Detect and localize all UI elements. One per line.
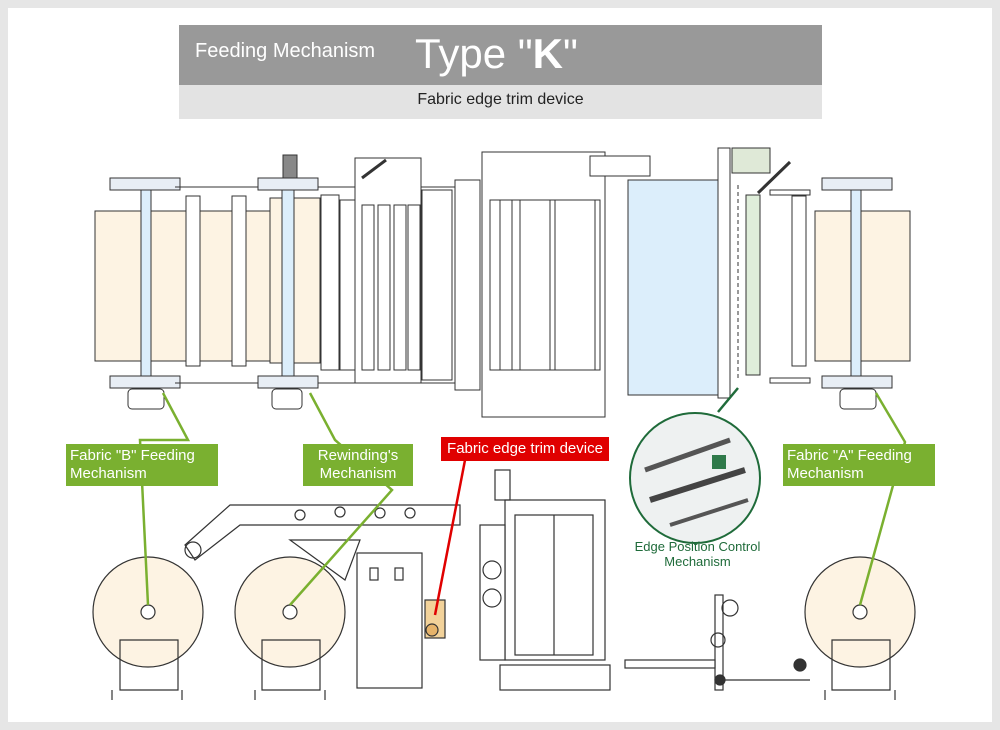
fabric-a-roller bbox=[850, 184, 862, 381]
title-label: Feeding Mechanism bbox=[195, 40, 376, 62]
fabric-b-bracket-bottom bbox=[109, 375, 181, 389]
title-bar bbox=[179, 25, 822, 85]
top-view bbox=[94, 147, 911, 418]
main-cabinet bbox=[504, 499, 606, 661]
fabric-b-bracket-top bbox=[109, 177, 181, 191]
fabric-b-sheet bbox=[94, 210, 276, 362]
edge-control-panel bbox=[627, 179, 719, 396]
type-title: Type "K" bbox=[415, 30, 578, 78]
callout-fabric-b: Fabric "B" Feeding Mechanism bbox=[66, 444, 218, 486]
callout-rewinding: Rewinding's Mechanism bbox=[303, 444, 413, 486]
caption-edge-position: Edge Position Control Mechanism bbox=[634, 539, 761, 569]
type-prefix: Type " bbox=[415, 30, 533, 77]
callout-fabric-a: Fabric "A" Feeding Mechanism bbox=[783, 444, 935, 486]
rewind-roller bbox=[281, 185, 295, 382]
subtitle-bar bbox=[179, 85, 822, 119]
trim-machine-cabinet bbox=[356, 552, 423, 689]
type-suffix: " bbox=[562, 30, 578, 77]
fabric-b-handle bbox=[127, 388, 165, 410]
fabric-a-sheet bbox=[814, 210, 911, 362]
type-letter: K bbox=[532, 30, 563, 77]
side-view bbox=[92, 469, 916, 700]
callout-edge-trim: Fabric edge trim device bbox=[441, 437, 609, 461]
fabric-b-roller bbox=[140, 184, 152, 381]
edge-control-photo bbox=[629, 412, 761, 544]
subtitle: Fabric edge trim device bbox=[417, 91, 584, 108]
